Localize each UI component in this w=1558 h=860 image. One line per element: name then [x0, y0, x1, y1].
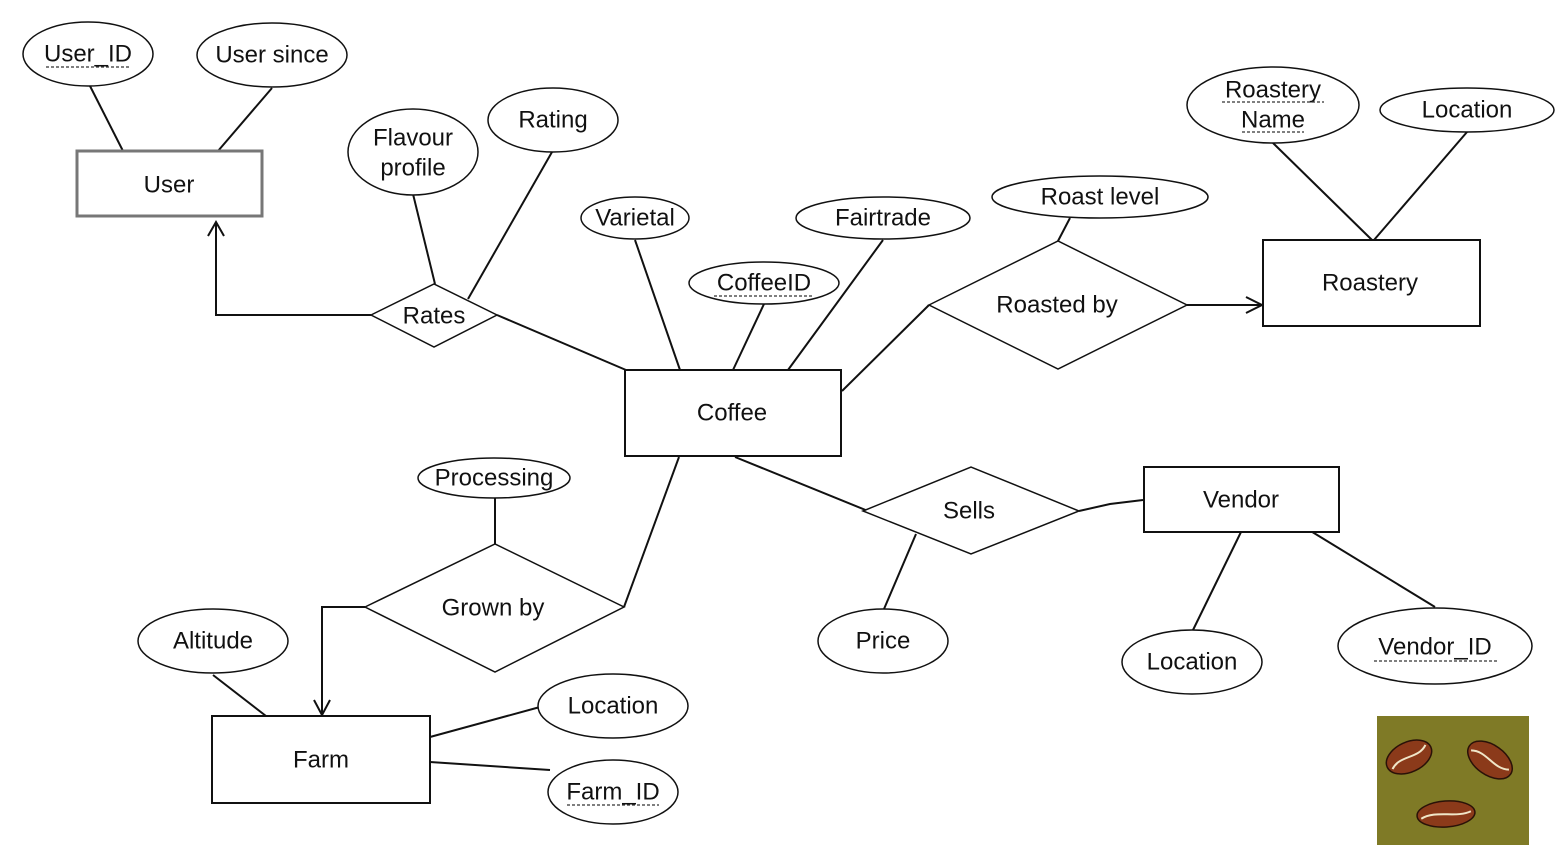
attribute-coffee-id[interactable]: CoffeeID [688, 261, 840, 305]
entity-coffee[interactable]: Coffee [624, 369, 842, 457]
attribute-processing[interactable]: Processing [417, 457, 571, 499]
attribute-processing-label: Processing [435, 464, 554, 491]
attribute-flavour-profile-label-line1: Flavour [373, 124, 453, 151]
entity-user[interactable]: User [75, 149, 264, 218]
attribute-vendor-location[interactable]: Location [1121, 629, 1263, 695]
relationship-rates[interactable]: Rates [369, 283, 499, 348]
coffee-bean-icon [1467, 740, 1513, 780]
attribute-price[interactable]: Price [817, 608, 949, 674]
attribute-farm-id-label: Farm_ID [566, 778, 659, 805]
attribute-vendor-location-label: Location [1147, 648, 1238, 675]
attribute-vendor-id-label: Vendor_ID [1378, 633, 1491, 660]
entity-farm-label: Farm [293, 746, 349, 773]
attribute-flavour-profile-label-line2: profile [380, 154, 445, 181]
attribute-roastery-name[interactable]: Roastery Name [1186, 66, 1360, 144]
attribute-roast-level[interactable]: Roast level [991, 175, 1209, 219]
entity-vendor-label: Vendor [1203, 486, 1279, 513]
attribute-roastery-name-label-line1: Roastery [1225, 76, 1321, 103]
attribute-altitude-label: Altitude [173, 627, 253, 654]
relationship-sells-label: Sells [943, 497, 995, 524]
attribute-roastery-location-label: Location [1422, 96, 1513, 123]
entity-coffee-label: Coffee [697, 399, 767, 426]
attribute-user-since[interactable]: User since [196, 22, 348, 88]
attribute-farm-location[interactable]: Location [537, 673, 689, 739]
attribute-price-label: Price [856, 627, 911, 654]
connector-lines [89, 85, 1468, 771]
entity-farm[interactable]: Farm [211, 715, 431, 804]
attribute-user-since-label: User since [215, 41, 328, 68]
entity-roastery[interactable]: Roastery [1262, 239, 1481, 327]
attribute-flavour-profile[interactable]: Flavour profile [347, 108, 479, 196]
attribute-user-id-label: User_ID [44, 40, 132, 67]
attribute-fairtrade-label: Fairtrade [835, 204, 931, 231]
coffee-bean-icon [1416, 800, 1476, 828]
attribute-rating-label: Rating [518, 106, 587, 133]
attribute-roastery-name-label-line2: Name [1241, 106, 1305, 133]
attribute-farm-id[interactable]: Farm_ID [547, 759, 679, 825]
attribute-vendor-id[interactable]: Vendor_ID [1337, 607, 1533, 685]
relationship-grown-by-label: Grown by [442, 594, 545, 621]
relationship-grown-by[interactable]: Grown by [363, 543, 626, 673]
attribute-rating[interactable]: Rating [487, 87, 619, 153]
relationship-rates-label: Rates [403, 302, 466, 329]
attribute-fairtrade[interactable]: Fairtrade [795, 196, 971, 240]
relationship-roasted-by[interactable]: Roasted by [927, 240, 1189, 370]
attribute-altitude[interactable]: Altitude [137, 608, 289, 674]
entity-roastery-label: Roastery [1322, 269, 1418, 296]
attribute-varietal[interactable]: Varietal [580, 196, 690, 240]
coffee-beans-icon [1377, 716, 1529, 845]
attribute-roast-level-label: Roast level [1041, 183, 1160, 210]
entity-vendor[interactable]: Vendor [1143, 466, 1340, 533]
relationship-sells[interactable]: Sells [860, 466, 1082, 555]
attribute-varietal-label: Varietal [595, 204, 675, 231]
attribute-user-id[interactable]: User_ID [22, 21, 154, 87]
relationship-roasted-by-label: Roasted by [996, 291, 1117, 318]
entity-user-label: User [144, 171, 195, 198]
attribute-coffee-id-label: CoffeeID [717, 269, 811, 296]
coffee-bean-icon [1385, 739, 1433, 775]
attribute-roastery-location[interactable]: Location [1379, 87, 1555, 133]
attribute-farm-location-label: Location [568, 692, 659, 719]
